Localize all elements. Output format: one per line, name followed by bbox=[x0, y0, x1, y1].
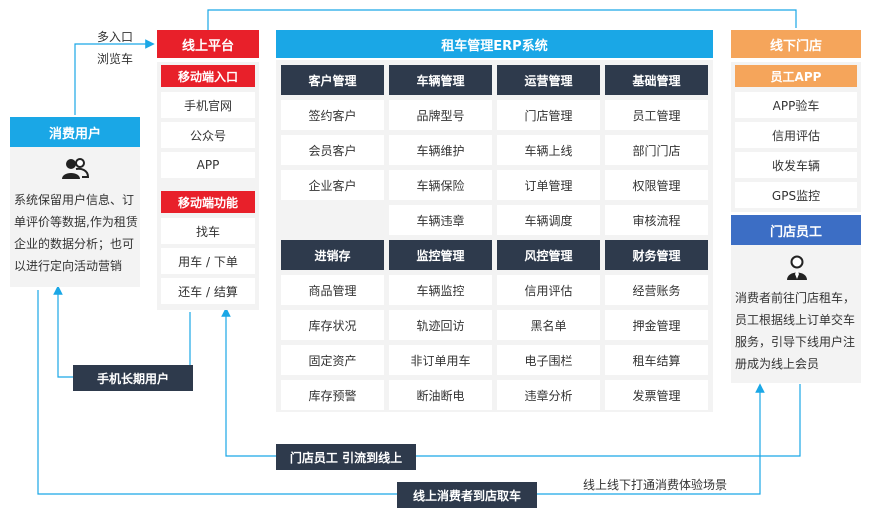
erp-item: 库存预警 bbox=[281, 380, 384, 410]
function-item-find-car: 找车 bbox=[161, 218, 255, 244]
erp-item: 电子围栏 bbox=[497, 345, 600, 375]
erp-item: 审核流程 bbox=[605, 205, 708, 235]
erp-item: 员工管理 bbox=[605, 100, 708, 130]
erp-item: 押金管理 bbox=[605, 310, 708, 340]
erp-item: 权限管理 bbox=[605, 170, 708, 200]
app-item-credit: 信用评估 bbox=[735, 122, 857, 148]
erp-item: 车辆调度 bbox=[497, 205, 600, 235]
staff-desc-line-1: 消费者前往门店租车， bbox=[735, 291, 856, 305]
erp-cat-operation: 运营管理 bbox=[497, 65, 600, 95]
erp-item: 轨迹回访 bbox=[389, 310, 492, 340]
browse-car-label: 浏览车 bbox=[97, 52, 134, 66]
erp-cat-risk: 风控管理 bbox=[497, 240, 600, 270]
online-platform-title: 线上平台 bbox=[157, 30, 259, 58]
erp-item: 非订单用车 bbox=[389, 345, 492, 375]
staff-app-title: 员工APP bbox=[735, 65, 857, 87]
erp-item: 门店管理 bbox=[497, 100, 600, 130]
erp-item: 黑名单 bbox=[497, 310, 600, 340]
store-staff-panel: 消费者前往门店租车， 员工根据线上订单交车 服务，引导下线用户注 册成为线上会员 bbox=[731, 245, 861, 383]
erp-item: 签约客户 bbox=[281, 100, 384, 130]
app-item-gps: GPS监控 bbox=[735, 182, 857, 208]
erp-item: 车辆监控 bbox=[389, 275, 492, 305]
consumer-to-online-line bbox=[74, 39, 155, 115]
erp-item: 固定资产 bbox=[281, 345, 384, 375]
consumer-desc-line-3: 企业的数据分析；也可 bbox=[14, 237, 135, 251]
online-to-store-label: 线上消费者到店取车 bbox=[397, 482, 537, 508]
staff-to-online-line bbox=[221, 307, 801, 457]
users-icon bbox=[61, 155, 90, 183]
entry-item-official-account: 公众号 bbox=[161, 122, 255, 148]
function-item-use-order: 用车 / 下单 bbox=[161, 248, 255, 274]
erp-cat-inventory: 进销存 bbox=[281, 240, 384, 270]
consumer-title: 消费用户 bbox=[10, 117, 140, 147]
consumer-desc-line-4: 以进行定向活动营销 bbox=[14, 259, 123, 273]
entry-item-app: APP bbox=[161, 152, 255, 178]
app-item-dispatch: 收发车辆 bbox=[735, 152, 857, 178]
consumer-desc-line-1: 系统保留用户信息、订 bbox=[14, 193, 135, 207]
store-staff-title: 门店员工 bbox=[731, 215, 861, 245]
erp-item: 租车结算 bbox=[605, 345, 708, 375]
erp-item: 品牌型号 bbox=[389, 100, 492, 130]
erp-item: 会员客户 bbox=[281, 135, 384, 165]
erp-item: 车辆上线 bbox=[497, 135, 600, 165]
erp-item: 部门门店 bbox=[605, 135, 708, 165]
staff-to-online-label: 门店员工 引流到线上 bbox=[276, 444, 416, 470]
erp-cat-customer: 客户管理 bbox=[281, 65, 384, 95]
staff-desc-line-4: 册成为线上会员 bbox=[735, 357, 820, 371]
erp-cat-vehicle: 车辆管理 bbox=[389, 65, 492, 95]
erp-cat-monitor: 监控管理 bbox=[389, 240, 492, 270]
multi-entry-label: 多入口 bbox=[97, 30, 134, 44]
erp-item: 经营账务 bbox=[605, 275, 708, 305]
erp-item: 违章分析 bbox=[497, 380, 600, 410]
mobile-function-title: 移动端功能 bbox=[161, 191, 255, 213]
long-term-user-label: 手机长期用户 bbox=[73, 365, 193, 391]
erp-item: 商品管理 bbox=[281, 275, 384, 305]
erp-cat-finance: 财务管理 bbox=[605, 240, 708, 270]
function-item-return-settle: 还车 / 结算 bbox=[161, 278, 255, 304]
erp-item: 断油断电 bbox=[389, 380, 492, 410]
staff-icon bbox=[785, 255, 809, 281]
erp-title: 租车管理ERP系统 bbox=[276, 30, 713, 58]
erp-item: 订单管理 bbox=[497, 170, 600, 200]
app-item-inspect: APP验车 bbox=[735, 92, 857, 118]
erp-item: 企业客户 bbox=[281, 170, 384, 200]
experience-note: 线上线下打通消费体验场景 bbox=[583, 478, 728, 492]
mobile-entry-title: 移动端入口 bbox=[161, 65, 255, 87]
consumer-desc-line-2: 单评价等数据,作为租赁 bbox=[14, 215, 138, 229]
erp-panel: 客户管理 车辆管理 运营管理 基础管理 签约客户 会员客户 企业客户 品牌型号 … bbox=[276, 60, 713, 412]
erp-item: 库存状况 bbox=[281, 310, 384, 340]
online-to-offline-line bbox=[207, 9, 797, 30]
erp-item: 车辆违章 bbox=[389, 205, 492, 235]
staff-desc-line-3: 服务，引导下线用户注 bbox=[735, 335, 856, 349]
entry-item-mobile-site: 手机官网 bbox=[161, 92, 255, 118]
erp-cat-basic: 基础管理 bbox=[605, 65, 708, 95]
staff-desc-line-2: 员工根据线上订单交车 bbox=[735, 313, 856, 327]
erp-item: 信用评估 bbox=[497, 275, 600, 305]
erp-item: 发票管理 bbox=[605, 380, 708, 410]
consumer-panel: 系统保留用户信息、订 单评价等数据,作为租赁 企业的数据分析；也可 以进行定向活… bbox=[10, 147, 140, 287]
erp-item: 车辆保险 bbox=[389, 170, 492, 200]
erp-item: 车辆维护 bbox=[389, 135, 492, 165]
offline-store-title: 线下门店 bbox=[731, 30, 861, 58]
